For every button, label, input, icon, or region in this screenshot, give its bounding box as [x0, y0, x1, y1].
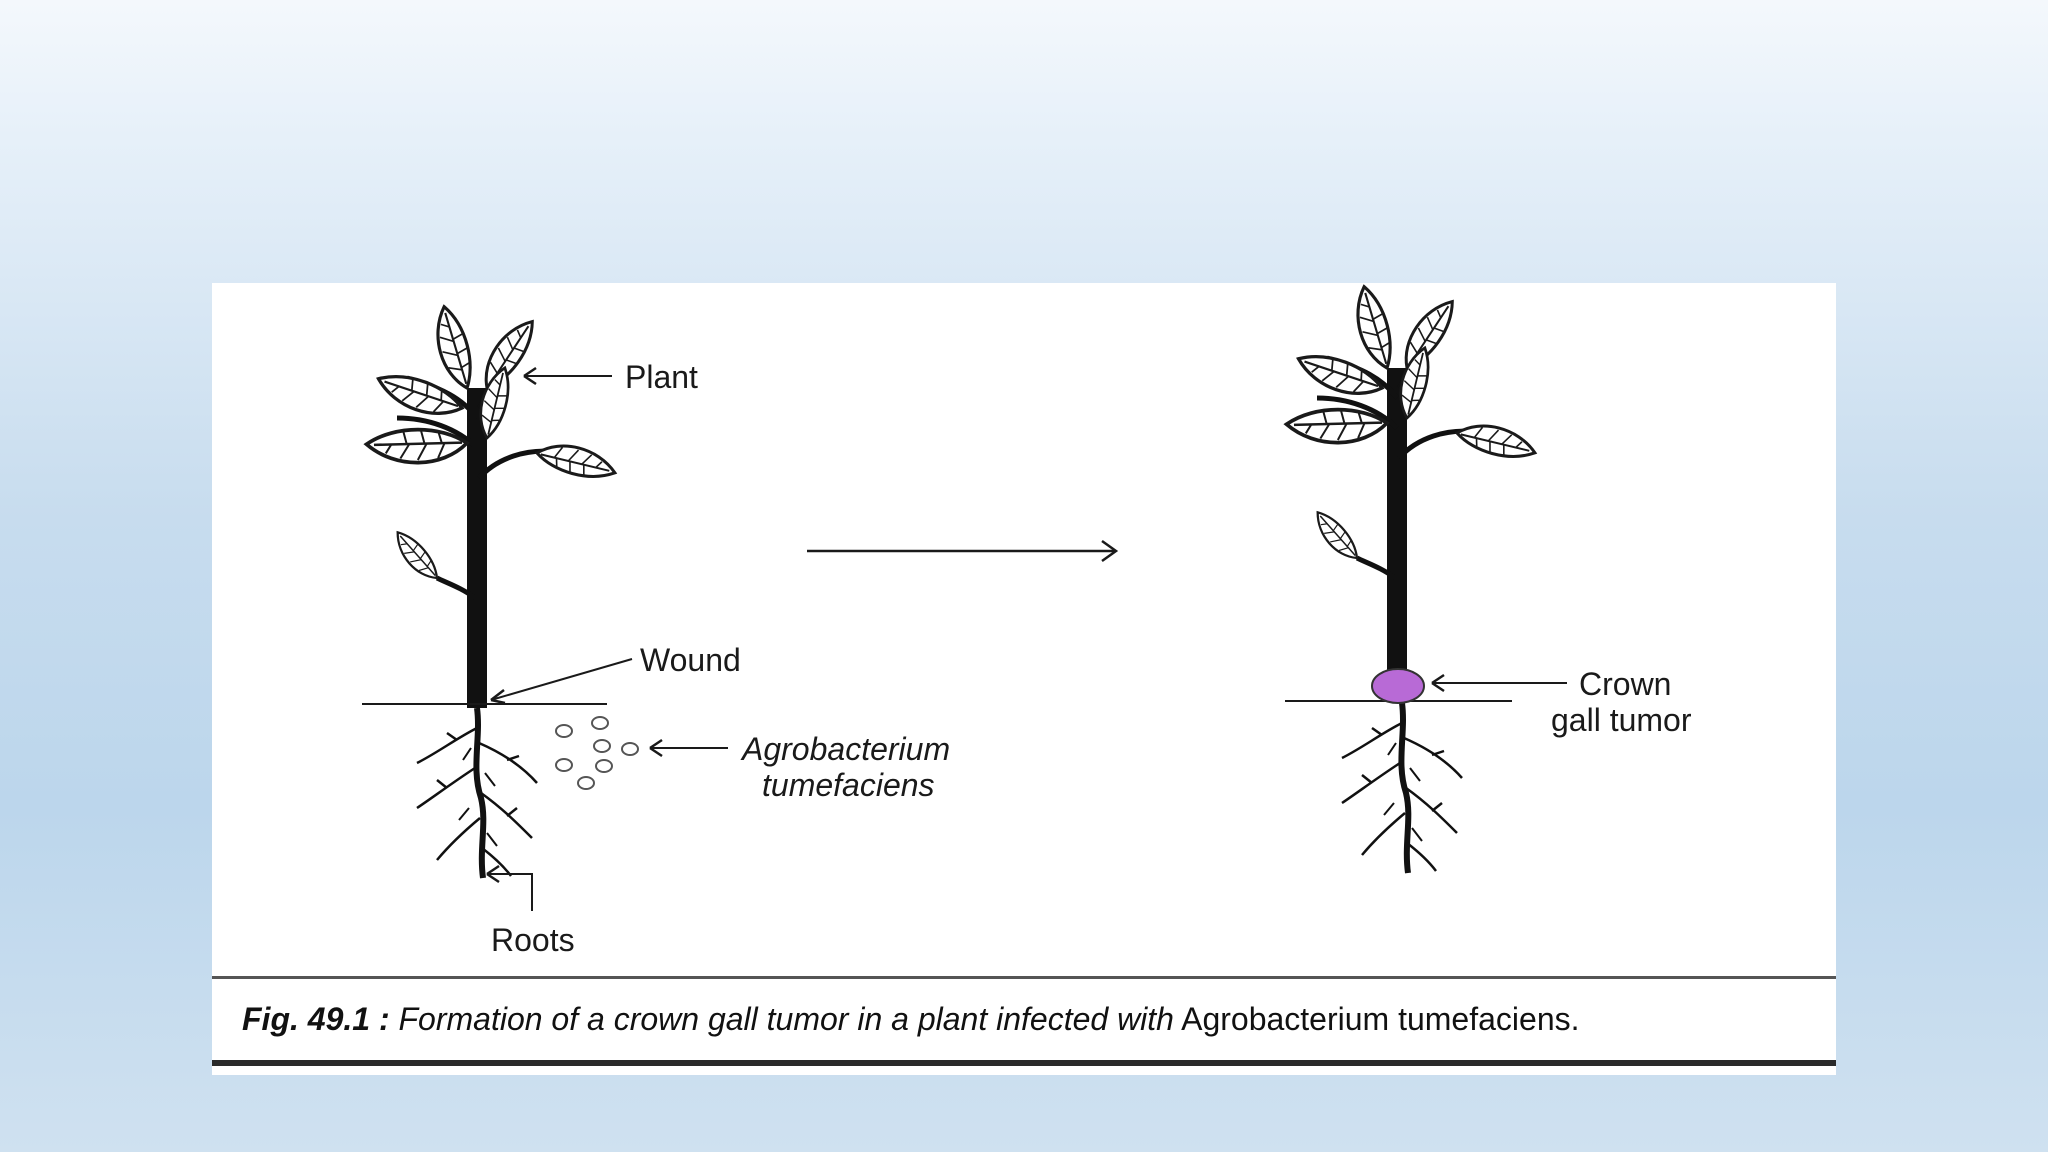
crown-gall-label-line2: gall tumor	[1551, 702, 1692, 738]
bacterium-label-line2: tumefaciens	[762, 767, 935, 803]
healthy-plant	[362, 304, 619, 878]
caption-text-italic: Formation of a crown gall tumor in a pla…	[398, 1001, 1174, 1037]
wound-pointer	[490, 658, 633, 705]
transition-arrow	[807, 539, 1119, 563]
crown-gall-diagram: Plant Wound Agrobacterium tumefaciens Ro…	[212, 283, 1692, 958]
caption-bottom-rule	[212, 1060, 1836, 1066]
caption-divider	[212, 976, 1836, 979]
crown-gall-tumor	[1371, 668, 1425, 704]
bacteria-cells	[555, 716, 639, 790]
crown-gall-pointer	[1431, 673, 1567, 693]
figure-card: Plant Wound Agrobacterium tumefaciens Ro…	[212, 283, 1836, 1075]
crown-gall-label-line1: Crown	[1579, 666, 1671, 702]
wound-label: Wound	[640, 642, 741, 678]
figure-number: Fig. 49.1 :	[242, 1001, 390, 1037]
bacterium-label-line1: Agrobacterium	[740, 731, 950, 767]
figure-caption: Fig. 49.1 : Formation of a crown gall tu…	[242, 1001, 1822, 1045]
plant-label: Plant	[625, 359, 698, 395]
bacterium-pointer	[649, 738, 728, 758]
caption-text-plain: Agrobacterium tumefaciens.	[1181, 1001, 1580, 1037]
roots-pointer	[486, 864, 533, 911]
infected-plant	[1285, 284, 1539, 873]
roots-label: Roots	[491, 922, 575, 958]
plant-pointer	[523, 366, 612, 386]
